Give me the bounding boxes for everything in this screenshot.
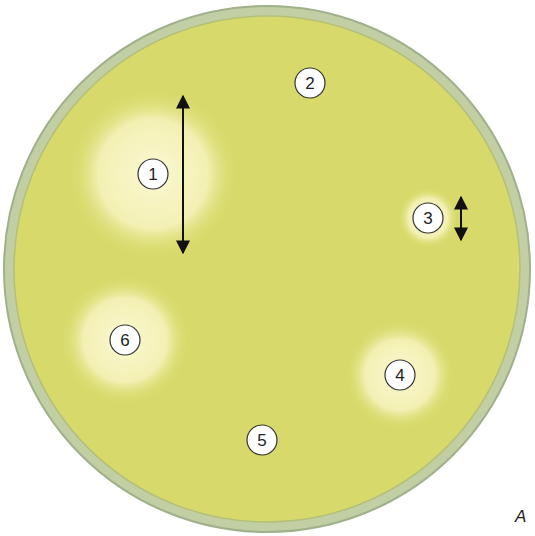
agar	[14, 16, 520, 522]
diameter-arrow	[182, 96, 184, 253]
disc-circle: 6	[109, 324, 141, 356]
diameter-arrow	[460, 197, 462, 240]
disc-circle: 1	[137, 158, 169, 190]
inhibition-zone	[61, 276, 189, 404]
callout-number: 5	[246, 424, 278, 456]
disc-circle: 2	[294, 67, 326, 99]
disc-circle: 4	[384, 359, 416, 391]
inhibition-zone	[69, 90, 237, 258]
dish-rim	[4, 6, 530, 532]
inhibition-zone	[398, 188, 458, 248]
callout-number: 6	[109, 324, 141, 356]
inhibition-zone	[346, 321, 454, 429]
callout-number: 1	[137, 158, 169, 190]
figure-letter: A	[515, 507, 526, 527]
callout-number: 3	[412, 202, 444, 234]
disc-circle: 3	[412, 202, 444, 234]
callout-number: 4	[384, 359, 416, 391]
callout-number: 2	[294, 67, 326, 99]
disc-circle: 5	[246, 424, 278, 456]
